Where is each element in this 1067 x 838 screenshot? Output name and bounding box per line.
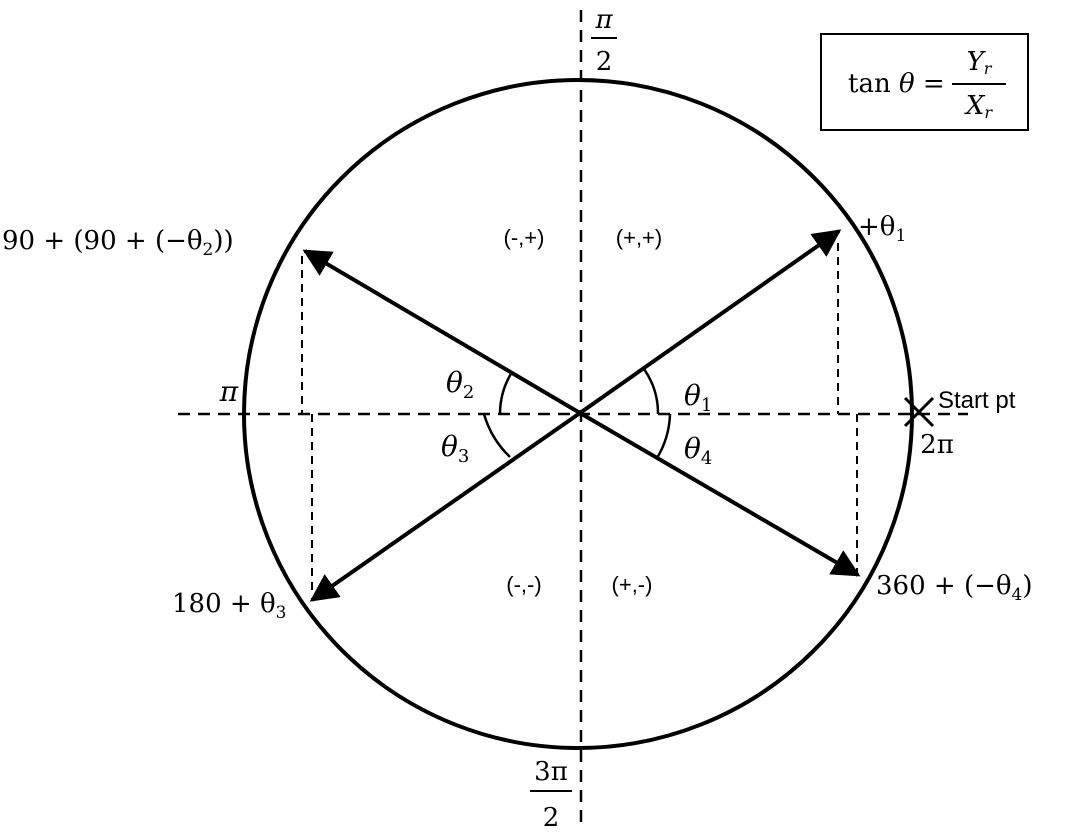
angle-label-theta1: θ1 — [684, 379, 712, 416]
formula-equals: = — [922, 69, 945, 99]
quadrant-label-q2: (-,+) — [504, 225, 545, 250]
vector-2 — [302, 249, 582, 415]
bottom-axis-numerator: 3π — [534, 757, 568, 787]
start-point-label: Start pt — [938, 387, 1016, 414]
endpoint-label-4: 360 + (−θ4) — [876, 571, 1033, 605]
top-axis-denominator: 2 — [596, 47, 613, 77]
angle-label-theta2: θ2 — [446, 366, 474, 403]
formula-numerator: Yr — [966, 47, 992, 79]
endpoint-label-3: 180 + θ3 — [172, 589, 286, 623]
angle-arc-4 — [655, 413, 672, 459]
quadrant-label-q1: (+,+) — [616, 225, 662, 250]
angle-arc-3 — [482, 413, 511, 458]
formula-lhs: tan θ = — [848, 69, 945, 99]
formula-fraction-bar — [952, 83, 1006, 85]
angle-label-theta3: θ3 — [441, 430, 469, 467]
start-point-marker — [903, 396, 935, 428]
formula-fraction: Yr Xr — [950, 43, 1008, 125]
angle-label-theta4: θ4 — [684, 432, 712, 469]
angle-arc-2 — [498, 371, 514, 415]
right-axis-label: 2π — [920, 430, 954, 460]
tangent-formula-box: tan θ = Yr Xr — [820, 33, 1029, 131]
quadrant-label-q4: (+,-) — [612, 572, 653, 597]
bottom-axis-denominator: 2 — [543, 803, 560, 833]
formula-variable: θ — [898, 69, 915, 99]
vector-3 — [309, 411, 582, 602]
vector-1 — [578, 229, 842, 415]
endpoint-label-1: +θ1 — [858, 212, 906, 246]
angle-arc-1 — [642, 368, 660, 415]
endpoint-label-2: 90 + (90 + (−θ2)) — [2, 226, 234, 260]
formula-denominator: Xr — [965, 91, 993, 123]
top-axis-numerator: π — [594, 5, 613, 35]
quadrant-label-q3: (-,-) — [506, 572, 541, 597]
vector-4 — [578, 411, 861, 577]
left-axis-label: π — [219, 375, 239, 408]
formula-function: tan — [848, 69, 891, 99]
